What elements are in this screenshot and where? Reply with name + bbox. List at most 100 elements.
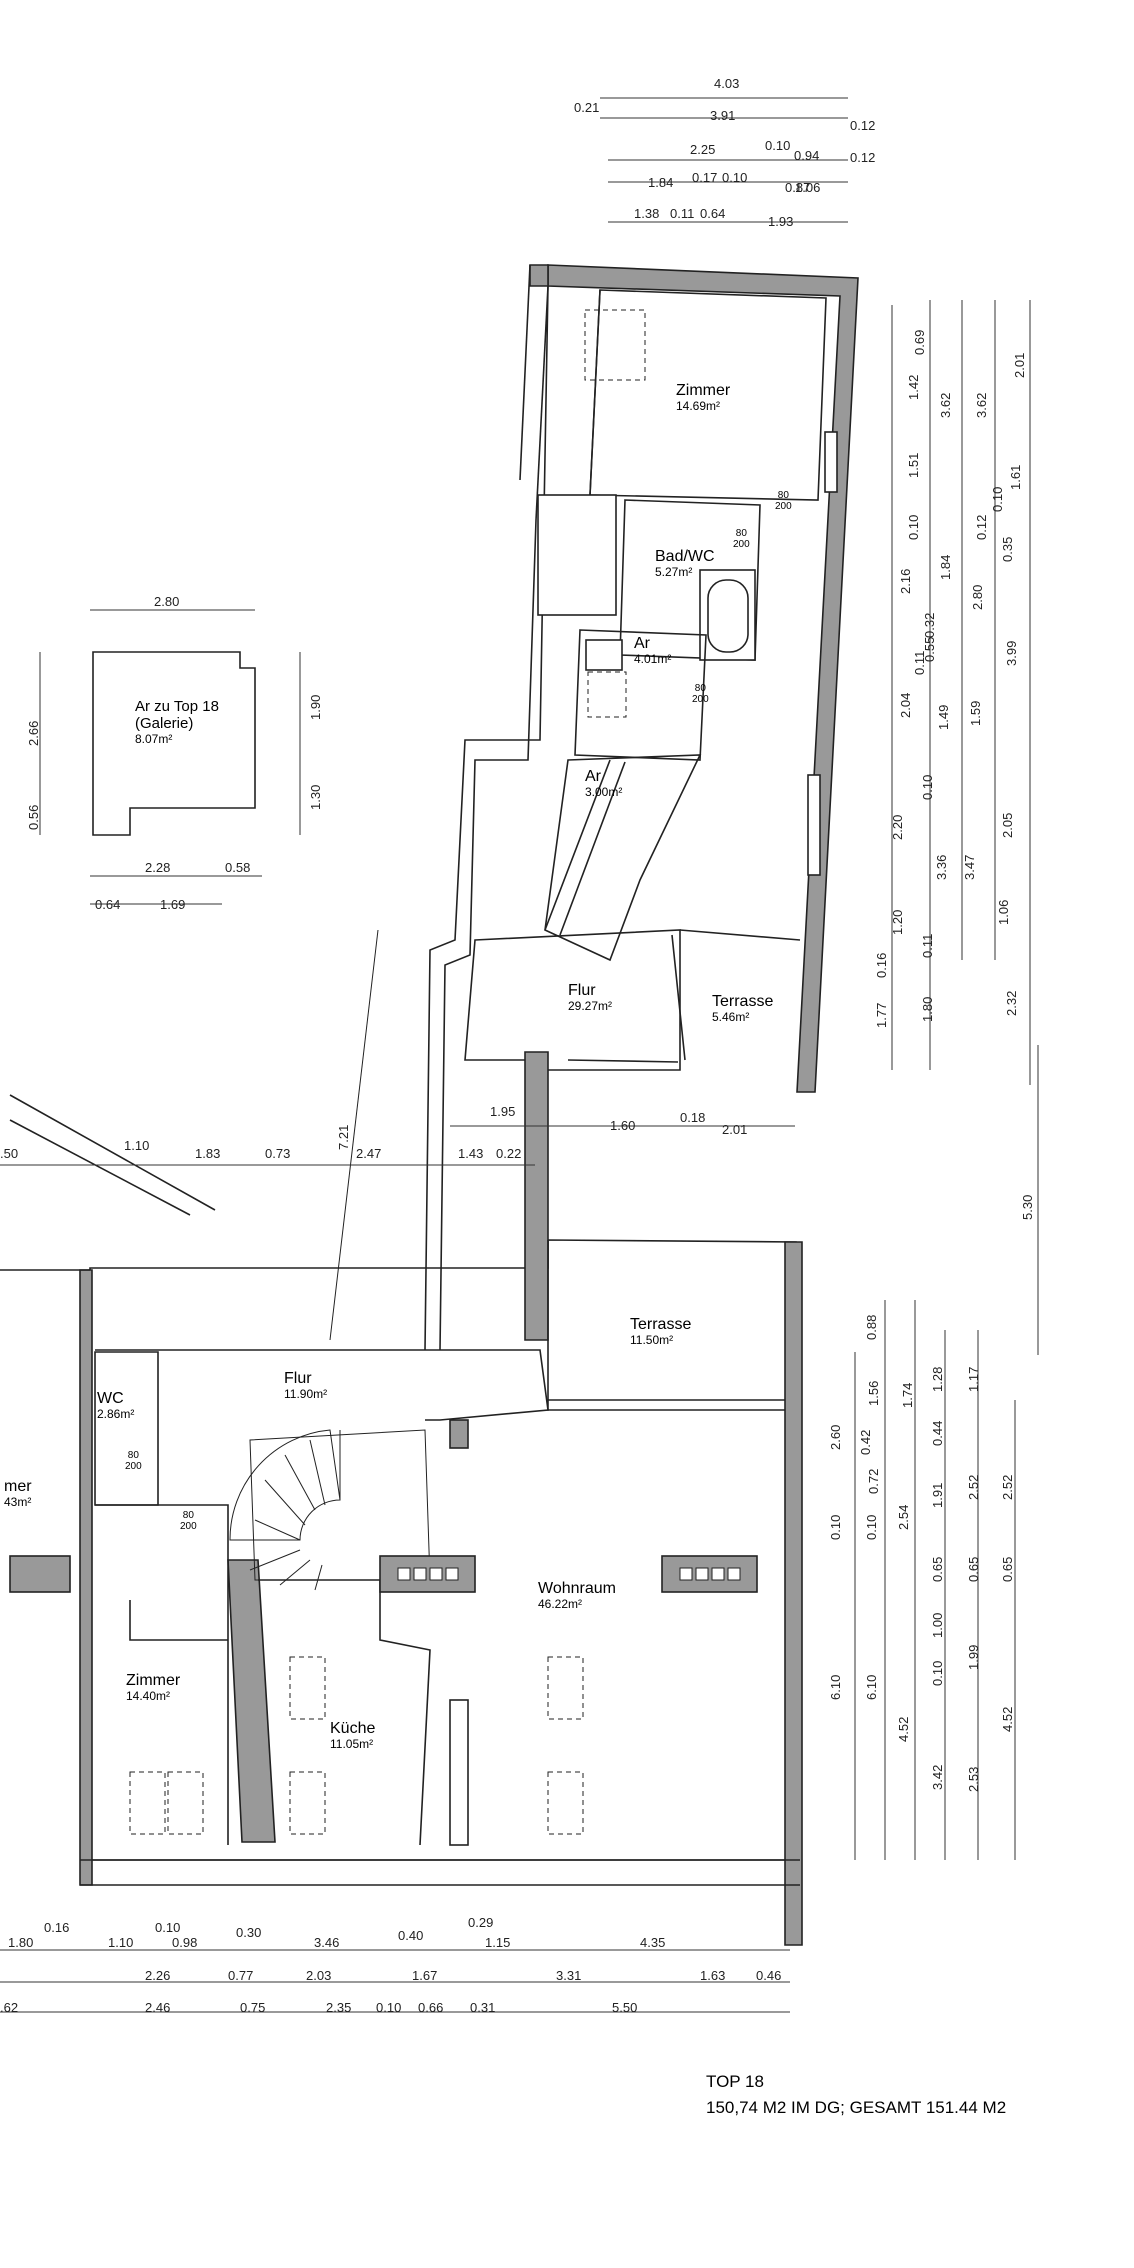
room-ar-upper: Ar 4.01m² [634,635,671,667]
door-height: 200 [775,501,792,512]
dim-right: 1.06 [996,899,1011,925]
dim-right-lower: 1.00 [930,1612,945,1638]
dim-right-lower: 2.52 [966,1474,981,1500]
caption-subtitle: 150,74 M2 IM DG; GESAMT 151.44 M2 [706,2098,1007,2117]
room-name: Flur [568,982,596,999]
dim-top: 0.17 [692,170,718,185]
dim-right: 3.62 [938,392,953,418]
dim-top: 0.12 [850,150,876,165]
door-label: 80 200 [775,490,792,512]
dim-top: 2.25 [690,142,716,157]
room-name: WC [97,1390,124,1407]
room-name: Terrasse [712,993,774,1010]
door-height: 200 [692,694,709,705]
door-label: 80 200 [692,683,709,705]
dim-middle: 1.10 [124,1138,150,1153]
dim-bottom: 0.77 [228,1968,254,1983]
dim-galerie: 1.90 [308,694,323,720]
room-name: Zimmer [676,382,731,399]
dim-bottom: 3.46 [314,1935,340,1950]
galerie-line2: (Galerie) [135,715,194,733]
dim-right-lower: 2.54 [896,1504,911,1530]
dim-bottom: 2.26 [145,1968,171,1983]
dim-right: 2.04 [898,692,913,718]
room-terrasse-upper: Terrasse 5.46m² [712,993,773,1025]
dim-galerie: 0.64 [95,897,121,912]
room-wohnraum: Wohnraum 46.22m² [538,1580,616,1612]
room-area: 11.90m² [284,1387,328,1402]
dim-right-lower: 1.56 [866,1380,881,1406]
dim-top: 1.38 [634,206,660,221]
dim-right-lower: 1.28 [930,1366,945,1392]
dim-right: 0.10 [920,774,935,800]
galerie [92,651,256,836]
dim-right: 2.20 [890,814,905,840]
room-bad-wc: Bad/WC 5.27m² [655,548,715,580]
room-kueche: Küche 11.05m² [330,1720,375,1752]
dim-right-lower: 2.60 [828,1424,843,1450]
dim-right: 1.80 [920,996,935,1022]
dim-right: 1.20 [890,909,905,935]
room-area: 4.01m² [634,652,672,667]
door-height: 200 [125,1461,142,1472]
dim-right-lower: 0.44 [930,1420,945,1446]
dim-right-lower: 6.10 [828,1674,843,1700]
dim-right: 5.30 [1020,1194,1035,1220]
dim-right-lower: 2.52 [1000,1474,1015,1500]
dim-middle: 1.43 [458,1146,484,1161]
room-area: 3.00m² [585,785,623,800]
dim-galerie: 2.80 [154,594,180,609]
dim-bottom: 1.67 [412,1968,438,1983]
dim-right: 0.12 [974,514,989,540]
wc [94,1351,159,1506]
dim-bottom: 0.66 [418,2000,444,2015]
dim-bottom: 0.98 [172,1935,198,1950]
door-label: 80 200 [125,1450,142,1472]
ar-upper [574,629,707,761]
galerie-label: Ar zu Top 18 (Galerie) 8.07m² [135,698,219,746]
galerie-line1: Ar zu Top 18 [135,698,219,715]
dim-right: 0.11 [920,933,935,958]
dim-bottom: .62 [0,2000,19,2015]
door-width: 80 [182,1510,194,1521]
caption-title: TOP 18 [706,2072,764,2091]
dim-top: 1.84 [648,175,674,190]
dim-right-lower: 4.52 [896,1716,911,1742]
dim-right: 1.84 [938,554,953,580]
room-area: 46.22m² [538,1597,583,1612]
room-name: Zimmer [126,1672,181,1689]
dim-right: 0.55 [922,636,937,662]
room-name: Ar [634,635,650,652]
dim-right: 3.62 [974,392,989,418]
dim-right-lower: 1.17 [966,1366,981,1392]
dim-bottom: 1.63 [700,1968,726,1983]
room-zimmer-lower: Zimmer 14.40m² [126,1672,180,1704]
dim-bottom: 1.15 [485,1935,511,1950]
dim-galerie: 1.69 [160,897,186,912]
dim-middle: 1.60 [610,1118,636,1133]
dim-right-lower: 0.88 [864,1314,879,1340]
door-width: 80 [694,683,706,694]
dim-bottom: 0.40 [398,1928,424,1943]
dim-top: 3.91 [710,108,736,123]
dim-middle: 1.83 [195,1146,221,1161]
dim-right: 0.69 [912,329,927,355]
dim-right-lower: 1.99 [966,1644,981,1670]
dim-top: 0.94 [794,148,820,163]
dim-right: 0.35 [1000,536,1015,562]
dim-top: 4.03 [714,76,740,91]
dim-bottom: 0.75 [240,2000,266,2015]
room-ar-lower: Ar 3.00m² [585,768,622,800]
dim-bottom: 0.31 [470,2000,496,2015]
dim-right-lower: 0.10 [930,1660,945,1686]
dim-right: 0.32 [922,612,937,638]
dim-right-lower: 0.72 [866,1468,881,1494]
door-height: 200 [733,539,750,550]
dim-bottom: 0.29 [468,1915,494,1930]
dim-right: 0.10 [906,514,921,540]
galerie-area: 8.07m² [135,731,173,746]
dim-bottom: 5.50 [612,2000,638,2015]
ar-lower [544,754,702,962]
room-area: 14.69m² [676,399,721,414]
dim-right: 0.10 [990,486,1005,512]
